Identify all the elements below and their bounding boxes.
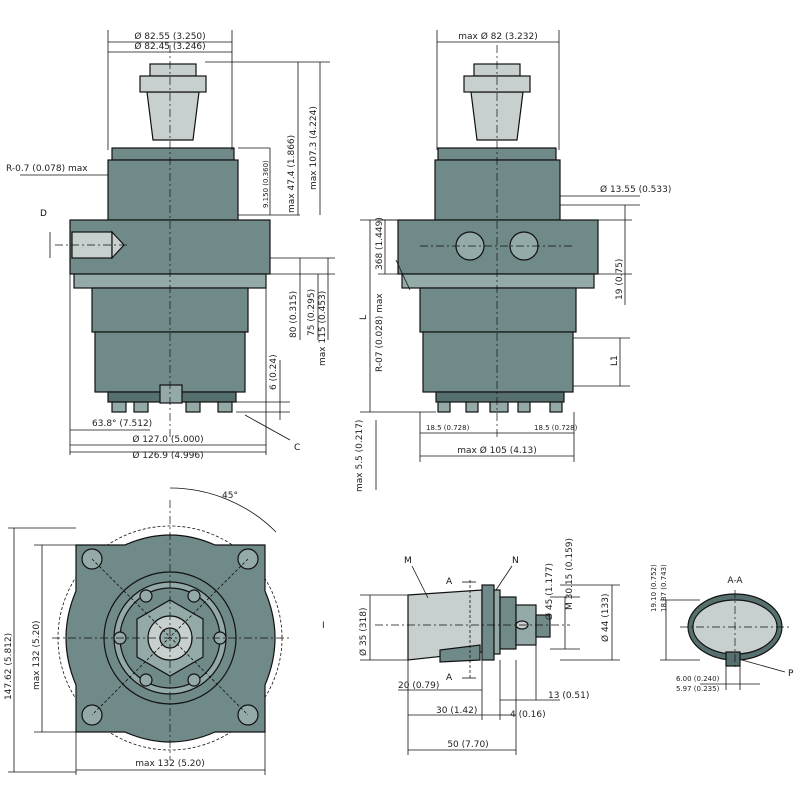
detail-m-thread: M 30.15 (0.159) [565, 538, 575, 610]
side-dim-185b: 18.5 (0.728) [534, 424, 578, 432]
section-view: A-A 19.10 (0.752) 18.87 (0.743) 6.00 (0.… [650, 564, 794, 693]
side-upper-housing [434, 159, 561, 221]
bottom-dim-147: 147.62 (5.812) [4, 633, 14, 700]
detail-dim-13: 13 (0.51) [548, 691, 589, 701]
front-upper-housing [107, 159, 239, 221]
shaft-detail-view: M N A A Ø 35 (318) Ø 45 (1.177) M 30.15 … [322, 538, 620, 755]
front-dim-47: max 47.4 (1.866) [287, 135, 297, 213]
side-flange [397, 219, 599, 275]
bottom-dim-132v: max 132 (5.20) [32, 620, 42, 690]
front-nut [149, 63, 197, 77]
front-dim-115: max 115 (0.453) [318, 291, 328, 366]
side-bolt-2 [465, 401, 479, 413]
side-bolt-4 [517, 401, 531, 413]
side-dia-82: max Ø 82 (3.232) [458, 31, 538, 42]
front-radius: R-0.7 (0.078) max [6, 164, 88, 174]
section-key [725, 651, 741, 667]
side-label-l1: L1 [610, 355, 620, 366]
front-label-c: C [294, 443, 300, 453]
front-dim-107: max 107.3 (4.224) [309, 106, 319, 190]
side-radius: R-07 (0.028) max [375, 293, 385, 372]
front-view: Ø 82.55 (3.250) Ø 82.45 (3.246) R-0.7 (0… [6, 30, 335, 461]
front-bolt-4 [217, 401, 233, 413]
section-dim-597: 5.97 (0.235) [676, 685, 720, 693]
front-shaft [146, 91, 200, 141]
front-lower-housing [91, 287, 249, 333]
side-bolt-1 [437, 401, 451, 413]
front-cap [111, 147, 235, 161]
detail-dim-50: 50 (7.70) [447, 740, 488, 750]
side-label-l: L [359, 315, 369, 320]
detail-dash-mark: I [322, 621, 325, 631]
front-bolt-2 [133, 401, 149, 413]
bottom-screw-2 [187, 589, 201, 603]
front-dia-top-a: Ø 82.55 (3.250) [134, 31, 205, 42]
detail-dia-35: Ø 35 (318) [358, 608, 369, 656]
side-gerotor [422, 331, 574, 393]
detail-dim-30: 30 (1.42) [436, 706, 477, 716]
front-drain [159, 384, 183, 404]
section-dim-1887: 18.87 (0.743) [660, 564, 668, 612]
detail-dia-45: Ø 45 (1.177) [544, 563, 555, 620]
side-view: max Ø 82 (3.232) Ø 13.55 (0.533) 368 (1.… [355, 30, 671, 492]
front-bolt-3 [185, 401, 201, 413]
angle-arc [169, 487, 277, 533]
section-label-p: P [788, 669, 794, 679]
side-dia-13: Ø 13.55 (0.533) [600, 184, 671, 195]
side-dim-185a: 18.5 (0.728) [426, 424, 470, 432]
detail-flange [481, 584, 495, 661]
detail-dim-4: 4 (0.16) [510, 710, 546, 720]
side-end-cap [435, 391, 565, 403]
detail-label-n: N [512, 556, 519, 566]
front-dia-126: Ø 126.9 (4.996) [132, 450, 203, 461]
detail-label-a2: A [446, 673, 453, 683]
side-bolt-5 [549, 401, 563, 413]
front-dim-9150: 9.150 (0.360) [262, 160, 270, 208]
side-bolt-3 [489, 401, 509, 413]
side-flange-lip [401, 273, 595, 289]
bottom-screw-5 [139, 673, 153, 687]
bottom-angle: 45° [222, 491, 238, 501]
bottom-view: 45° 147.62 (5.812) max 132 (5.20) max 13… [4, 487, 290, 775]
detail-dia-44: Ø 44 (133) [600, 594, 611, 642]
front-bolt-1 [111, 401, 127, 413]
side-dim-55: max 5.5 (0.217) [355, 420, 365, 492]
front-dia-127: Ø 127.0 (5.000) [132, 434, 203, 445]
front-dim-75: 75 (0.295) [307, 289, 317, 336]
front-label-d: D [40, 209, 47, 219]
bottom-dim-132h: max 132 (5.20) [135, 759, 205, 769]
side-dim-368: 368 (1.449) [375, 217, 385, 270]
front-dia-top-b: Ø 82.45 (3.246) [134, 41, 205, 52]
side-dim-19: 19 (0.75) [615, 259, 625, 300]
front-angle: 63.8° (7.512) [92, 419, 152, 429]
section-dim-1910: 19.10 (0.752) [650, 564, 658, 612]
bottom-screw-1 [139, 589, 153, 603]
detail-flange-2 [493, 589, 501, 655]
front-dim-80: 80 (0.315) [289, 291, 299, 338]
front-dim-6: 6 (0.24) [269, 354, 279, 390]
detail-label-m: M [404, 556, 412, 566]
front-nut-base [139, 75, 207, 93]
bottom-screw-6 [187, 673, 201, 687]
detail-dim-20: 20 (0.79) [398, 681, 439, 691]
detail-tip [535, 614, 551, 638]
side-dia-105: max Ø 105 (4.13) [457, 445, 537, 456]
section-dim-600: 6.00 (0.240) [676, 675, 720, 683]
side-lower-housing [419, 287, 577, 333]
front-port-d-tip [111, 230, 125, 260]
detail-label-a1: A [446, 577, 453, 587]
section-title: A-A [727, 576, 743, 586]
detail-hub [499, 596, 517, 650]
